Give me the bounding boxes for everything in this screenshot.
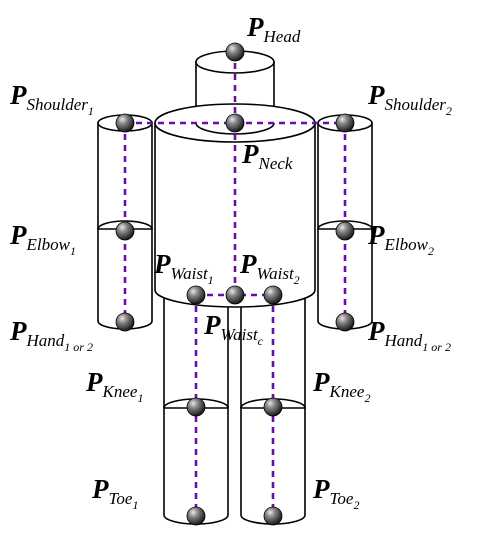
label-elbow-1: PElbow1: [9, 220, 76, 258]
right-upper-arm: [317, 114, 373, 238]
label-hand-1: PHand1 or 2: [9, 316, 93, 354]
joint-elbow-1: [115, 221, 135, 241]
label-shoulder-2: PShoulder2: [367, 80, 452, 118]
joint-neck: [225, 113, 245, 133]
joint-hand-1: [115, 312, 135, 332]
joint-knee-1: [186, 397, 206, 417]
label-knee-1: PKnee1: [85, 367, 143, 405]
label-toe-2: PToe2: [312, 474, 359, 512]
joint-elbow-2: [335, 221, 355, 241]
joint-waist-1: [186, 285, 206, 305]
joint-toe-2: [263, 506, 283, 526]
joint-shoulder-2: [335, 113, 355, 133]
label-elbow-2: PElbow2: [367, 220, 434, 258]
left-upper-arm: [97, 114, 153, 238]
joint-shoulder-1: [115, 113, 135, 133]
label-waist-1: PWaist1: [153, 249, 214, 287]
label-waist-c: PWaistc: [203, 310, 264, 348]
label-knee-2: PKnee2: [312, 367, 370, 405]
label-head: PHead: [246, 12, 301, 46]
joint-knee-2: [263, 397, 283, 417]
label-shoulder-1: PShoulder1: [9, 80, 94, 118]
joint-hand-2: [335, 312, 355, 332]
joint-waist-2: [263, 285, 283, 305]
label-neck: PNeck: [241, 139, 293, 173]
label-hand-2: PHand1 or 2: [367, 316, 451, 354]
joint-head: [225, 42, 245, 62]
joints: [115, 42, 355, 526]
label-waist-2: PWaist2: [239, 249, 300, 287]
label-toe-1: PToe1: [91, 474, 138, 512]
joint-waist-c: [225, 285, 245, 305]
joint-toe-1: [186, 506, 206, 526]
